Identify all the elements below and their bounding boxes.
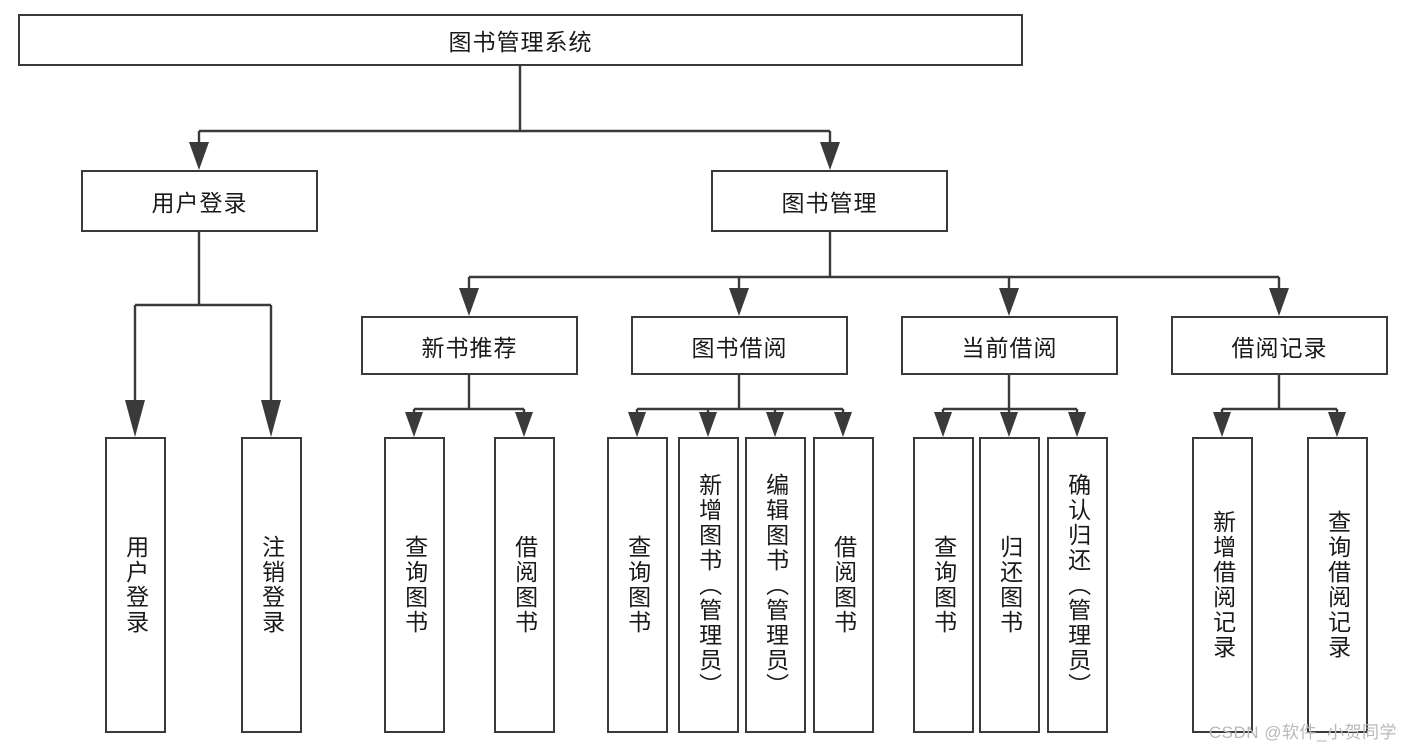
leaf-user-login-signout[interactable]: 注销登录 — [241, 437, 302, 733]
node-label: 图书管理 — [781, 190, 878, 216]
node-label: 借阅图书 — [511, 535, 538, 635]
watermark-text: CSDN @软件_小贺同学 — [1208, 723, 1397, 742]
node-label: 编辑图书（管理员） — [762, 472, 789, 698]
leaf-book-borrow-edit-admin[interactable]: 编辑图书（管理员） — [745, 437, 806, 733]
node-label: 图书管理系统 — [448, 29, 593, 55]
node-label: 新书推荐 — [421, 334, 518, 361]
node-label: 新增图书（管理员） — [695, 472, 722, 698]
node-root-book-management-system[interactable]: 图书管理系统 — [18, 14, 1023, 66]
node-label: 用户登录 — [151, 190, 248, 216]
node-label: 当前借阅 — [961, 334, 1058, 361]
leaf-new-book-query[interactable]: 查询图书 — [384, 437, 445, 733]
node-label: 借阅记录 — [1231, 334, 1328, 361]
node-label: 查询图书 — [624, 535, 651, 635]
node-new-book-recommend[interactable]: 新书推荐 — [361, 316, 578, 375]
node-user-login[interactable]: 用户登录 — [81, 170, 318, 232]
leaf-current-borrow-confirm-admin[interactable]: 确认归还（管理员） — [1047, 437, 1108, 733]
leaf-new-book-borrow[interactable]: 借阅图书 — [494, 437, 555, 733]
leaf-book-borrow-borrow[interactable]: 借阅图书 — [813, 437, 874, 733]
leaf-borrow-record-add[interactable]: 新增借阅记录 — [1192, 437, 1253, 733]
node-borrow-record[interactable]: 借阅记录 — [1171, 316, 1388, 375]
leaf-user-login-signin[interactable]: 用户登录 — [105, 437, 166, 733]
node-label: 注销登录 — [258, 535, 285, 635]
node-book-borrow[interactable]: 图书借阅 — [631, 316, 848, 375]
node-label: 借阅图书 — [830, 535, 857, 635]
node-label: 图书借阅 — [691, 334, 788, 361]
node-label: 新增借阅记录 — [1209, 510, 1236, 660]
node-label: 归还图书 — [996, 535, 1023, 635]
node-label: 用户登录 — [122, 535, 149, 635]
leaf-current-borrow-query[interactable]: 查询图书 — [913, 437, 974, 733]
node-book-management[interactable]: 图书管理 — [711, 170, 948, 232]
node-label: 查询借阅记录 — [1324, 510, 1351, 660]
node-current-borrow[interactable]: 当前借阅 — [901, 316, 1118, 375]
leaf-borrow-record-query[interactable]: 查询借阅记录 — [1307, 437, 1368, 733]
node-label: 确认归还（管理员） — [1064, 472, 1091, 698]
leaf-book-borrow-add-admin[interactable]: 新增图书（管理员） — [678, 437, 739, 733]
node-label: 查询图书 — [930, 535, 957, 635]
leaf-book-borrow-query[interactable]: 查询图书 — [607, 437, 668, 733]
node-label: 查询图书 — [401, 535, 428, 635]
leaf-current-borrow-return[interactable]: 归还图书 — [979, 437, 1040, 733]
